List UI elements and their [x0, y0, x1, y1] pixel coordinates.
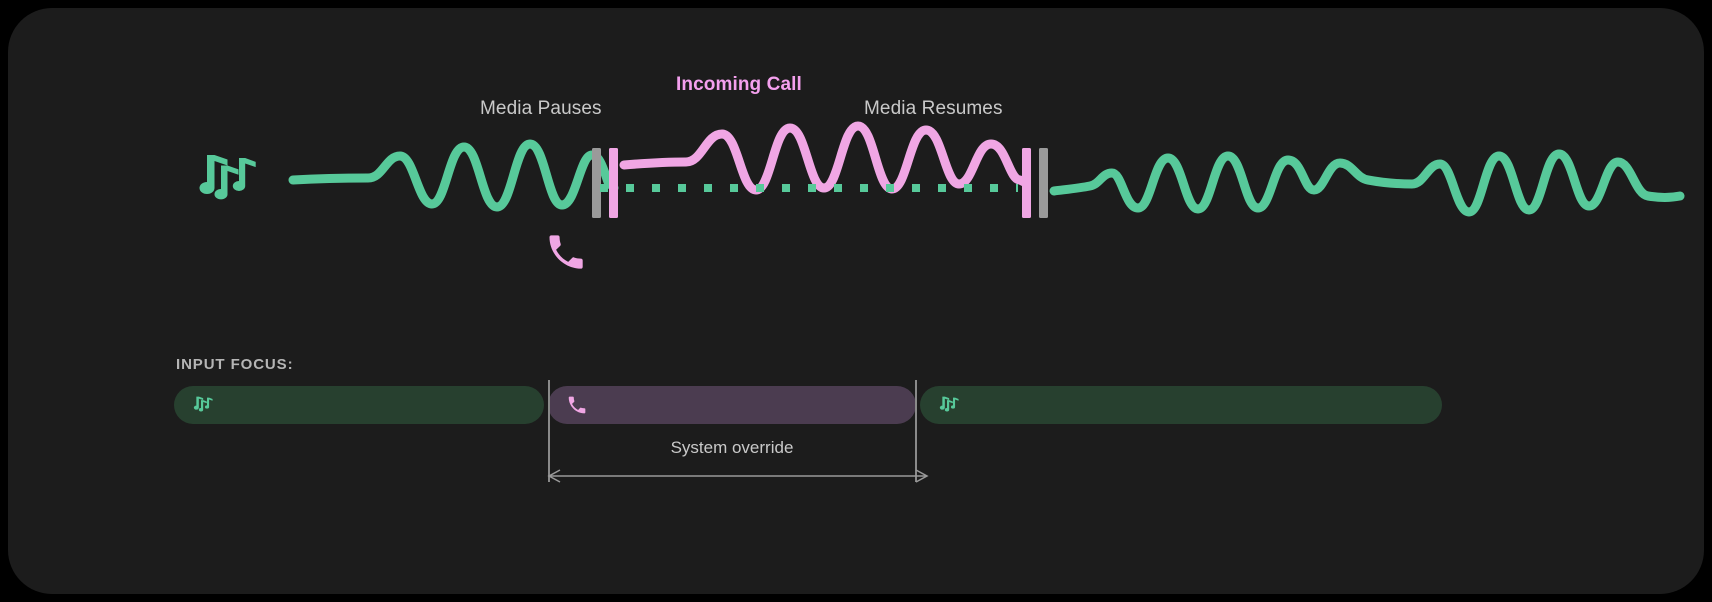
focus-lane-incoming-call[interactable]: [548, 386, 916, 424]
phone-handset-icon: [549, 235, 583, 269]
media-resumes-label: Media Resumes: [864, 98, 1003, 119]
waveform-incoming-call: [619, 121, 1029, 195]
resume-marker-pink: [1022, 148, 1031, 218]
pause-marker-gray: [592, 148, 601, 218]
pause-marker-pink: [609, 148, 618, 218]
focus-lane-media-after[interactable]: [920, 386, 1442, 424]
music-notes-icon: [193, 396, 213, 412]
waveform-media-after: [1049, 149, 1685, 217]
incoming-call-label: Incoming Call: [676, 74, 802, 95]
music-notes-icon: [199, 155, 256, 200]
waveform-media-before: [288, 139, 619, 212]
waveform-graphic: [288, 121, 1685, 218]
system-override-label: System override: [670, 438, 794, 457]
diagram-canvas: Media Pauses Incoming Call Media Resumes: [8, 8, 1704, 594]
media-pauses-label: Media Pauses: [480, 98, 602, 119]
audio-timeline: Media Pauses Incoming Call Media Resumes: [8, 8, 1704, 328]
input-focus-title: INPUT FOCUS:: [176, 356, 294, 373]
focus-lane-media-before[interactable]: [174, 386, 544, 424]
input-focus-section: INPUT FOCUS:: [8, 338, 1704, 594]
system-override-span-arrow: [547, 469, 929, 483]
music-notes-icon: [939, 396, 959, 412]
resume-marker-gray: [1039, 148, 1048, 218]
override-guide-left: [548, 380, 550, 482]
phone-handset-icon: [568, 396, 586, 414]
override-guide-right: [915, 380, 917, 482]
